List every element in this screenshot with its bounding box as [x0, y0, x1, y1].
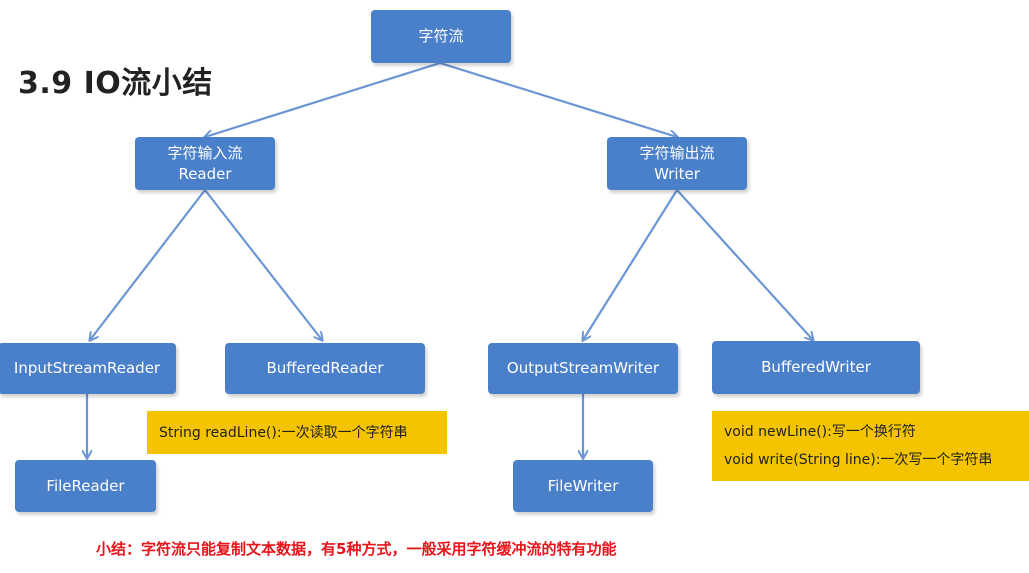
node-buffered-reader: BufferedReader	[225, 343, 425, 394]
node-file-reader: FileReader	[15, 460, 156, 512]
node-label: InputStreamReader	[13, 359, 161, 377]
node-label: 字符输入流	[167, 143, 243, 162]
node-label: BufferedReader	[266, 359, 384, 377]
node-reader: 字符输入流 Reader	[135, 137, 275, 190]
note-line: String readLine():一次读取一个字符串	[159, 424, 408, 441]
edge-writer-to-output-stream-writer	[583, 189, 678, 340]
node-sublabel: Reader	[178, 164, 232, 183]
node-label: FileReader	[46, 476, 125, 495]
edge-root-to-writer	[439, 61, 677, 137]
node-sublabel: Writer	[654, 164, 700, 183]
node-char-stream: 字符流	[371, 10, 511, 63]
node-input-stream-reader: InputStreamReader	[0, 343, 176, 394]
summary-text: 小结：字符流只能复制文本数据，有5种方式，一般采用字符缓冲流的特有功能	[96, 540, 617, 558]
note-line: void newLine():写一个换行符	[724, 424, 916, 440]
edge-writer-to-buffered-writer	[676, 189, 813, 340]
edge-reader-to-buffered-reader	[204, 189, 322, 340]
node-label: FileWriter	[547, 476, 619, 495]
edge-root-to-reader	[205, 61, 441, 137]
node-buffered-writer: BufferedWriter	[712, 341, 920, 394]
page-title: 3.9 IO流小结	[18, 66, 213, 101]
node-file-writer: FileWriter	[513, 460, 653, 512]
node-label: BufferedWriter	[761, 358, 871, 376]
note-buffered-writer-methods: void newLine():写一个换行符 void write(String …	[712, 411, 1029, 481]
note-buffered-reader-method: String readLine():一次读取一个字符串	[147, 411, 447, 454]
note-line: void write(String line):一次写一个字符串	[724, 452, 993, 468]
node-output-stream-writer: OutputStreamWriter	[488, 343, 678, 394]
node-label: 字符输出流	[639, 143, 715, 162]
edge-reader-to-input-stream-reader	[90, 189, 206, 340]
node-label: 字符流	[418, 27, 464, 45]
node-label: OutputStreamWriter	[506, 359, 660, 377]
node-writer: 字符输出流 Writer	[607, 137, 747, 190]
